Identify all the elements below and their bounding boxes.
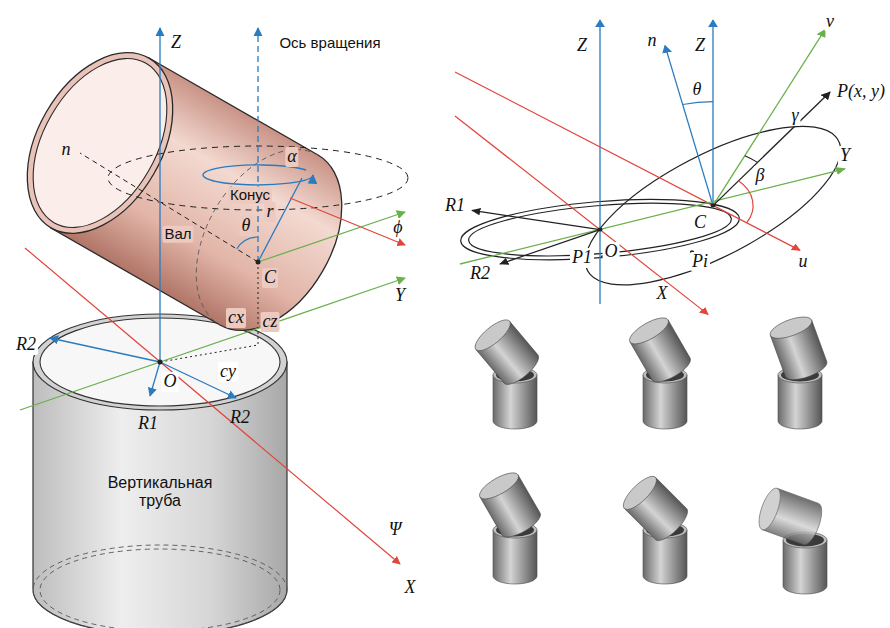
axis-name: Ось вращения — [277, 35, 382, 52]
v-axis — [713, 30, 825, 206]
part-name: Вертикальная труба — [98, 474, 222, 509]
rotation-axis — [257, 28, 258, 262]
theta-arc — [683, 102, 713, 105]
point-label: O — [603, 242, 620, 262]
beta-arc — [738, 181, 753, 223]
point-label: C — [692, 213, 708, 233]
coordinate-label: cz — [261, 312, 280, 332]
radius-label: r — [264, 202, 275, 222]
render-shaft — [626, 313, 694, 387]
render-views — [471, 313, 830, 594]
z-axis — [712, 20, 713, 206]
z-axis — [599, 20, 600, 304]
axis-label: Z — [693, 36, 707, 56]
point-label: O — [162, 372, 179, 392]
shaft-hidden-edge — [196, 150, 318, 325]
shaft-opening — [6, 35, 195, 250]
axis-label: ϕ — [391, 218, 404, 238]
angle-label: θ — [240, 216, 253, 236]
radius-label: R2 — [14, 335, 38, 355]
axis-label: Ψ — [387, 520, 404, 540]
angle-label: β — [754, 166, 767, 186]
radius-label: R1 — [443, 196, 467, 216]
render-shaft — [471, 315, 543, 389]
rotation-arrow — [203, 165, 313, 185]
theta-arc — [237, 237, 258, 249]
render-shaft — [619, 472, 693, 546]
pipe-bottom-hidden — [40, 549, 280, 628]
part-name: Вал — [162, 226, 193, 243]
render-shaft — [476, 468, 544, 542]
z-axis — [159, 28, 160, 362]
point-label: C — [262, 268, 278, 288]
point-dot — [256, 260, 261, 265]
radius-arrow — [472, 210, 600, 229]
projection-lines — [160, 262, 258, 362]
radius-arrow — [150, 362, 160, 396]
radius-arrow — [50, 338, 160, 362]
u-axis — [455, 72, 800, 250]
point-dot — [598, 228, 603, 232]
radius-label: R2 — [228, 408, 252, 428]
vector-label: n — [646, 31, 659, 51]
radius-label: R1 — [136, 414, 160, 434]
geometry-scheme — [455, 20, 870, 314]
point-label: P(x, y) — [835, 82, 887, 102]
normal-line — [80, 153, 258, 262]
axis-label: X — [655, 284, 670, 304]
point-vector — [713, 92, 830, 206]
axis-label: v — [824, 12, 836, 32]
axis-label: Y — [838, 146, 852, 166]
normal-vector — [665, 46, 713, 206]
gamma-arc — [745, 156, 758, 163]
coordinate-label: cx — [226, 308, 246, 328]
angle-label: γ — [789, 106, 800, 126]
x-axis — [455, 116, 708, 314]
pipe-bottom-hidden — [33, 545, 287, 628]
point-dot — [158, 360, 163, 365]
x-axis — [25, 248, 400, 564]
shaft-rim — [0, 27, 203, 259]
angle-label: α — [285, 147, 298, 167]
y-axis — [20, 278, 405, 410]
part-name: Конус — [228, 187, 272, 204]
render-shaft — [768, 313, 830, 384]
vertical-pipe — [33, 314, 287, 628]
render-shaft — [755, 486, 826, 548]
radius-label: R2 — [468, 264, 492, 284]
axis-label: Z — [575, 36, 589, 56]
point-label: P1 — [570, 248, 594, 268]
point-label: Pi — [690, 252, 710, 272]
phi-axis — [258, 212, 405, 262]
axis-label: Y — [393, 286, 407, 306]
vector-label: n — [60, 140, 73, 160]
left-axes — [20, 28, 405, 564]
angle-label: θ — [691, 80, 704, 100]
psi-axis — [290, 198, 405, 245]
axis-label: X — [403, 578, 418, 598]
shaft — [0, 27, 342, 330]
axis-label: Z — [169, 33, 183, 53]
y-axis — [460, 169, 845, 264]
coordinate-label: cy — [218, 362, 238, 382]
axis-label: u — [797, 252, 810, 272]
point-dot — [711, 204, 716, 208]
